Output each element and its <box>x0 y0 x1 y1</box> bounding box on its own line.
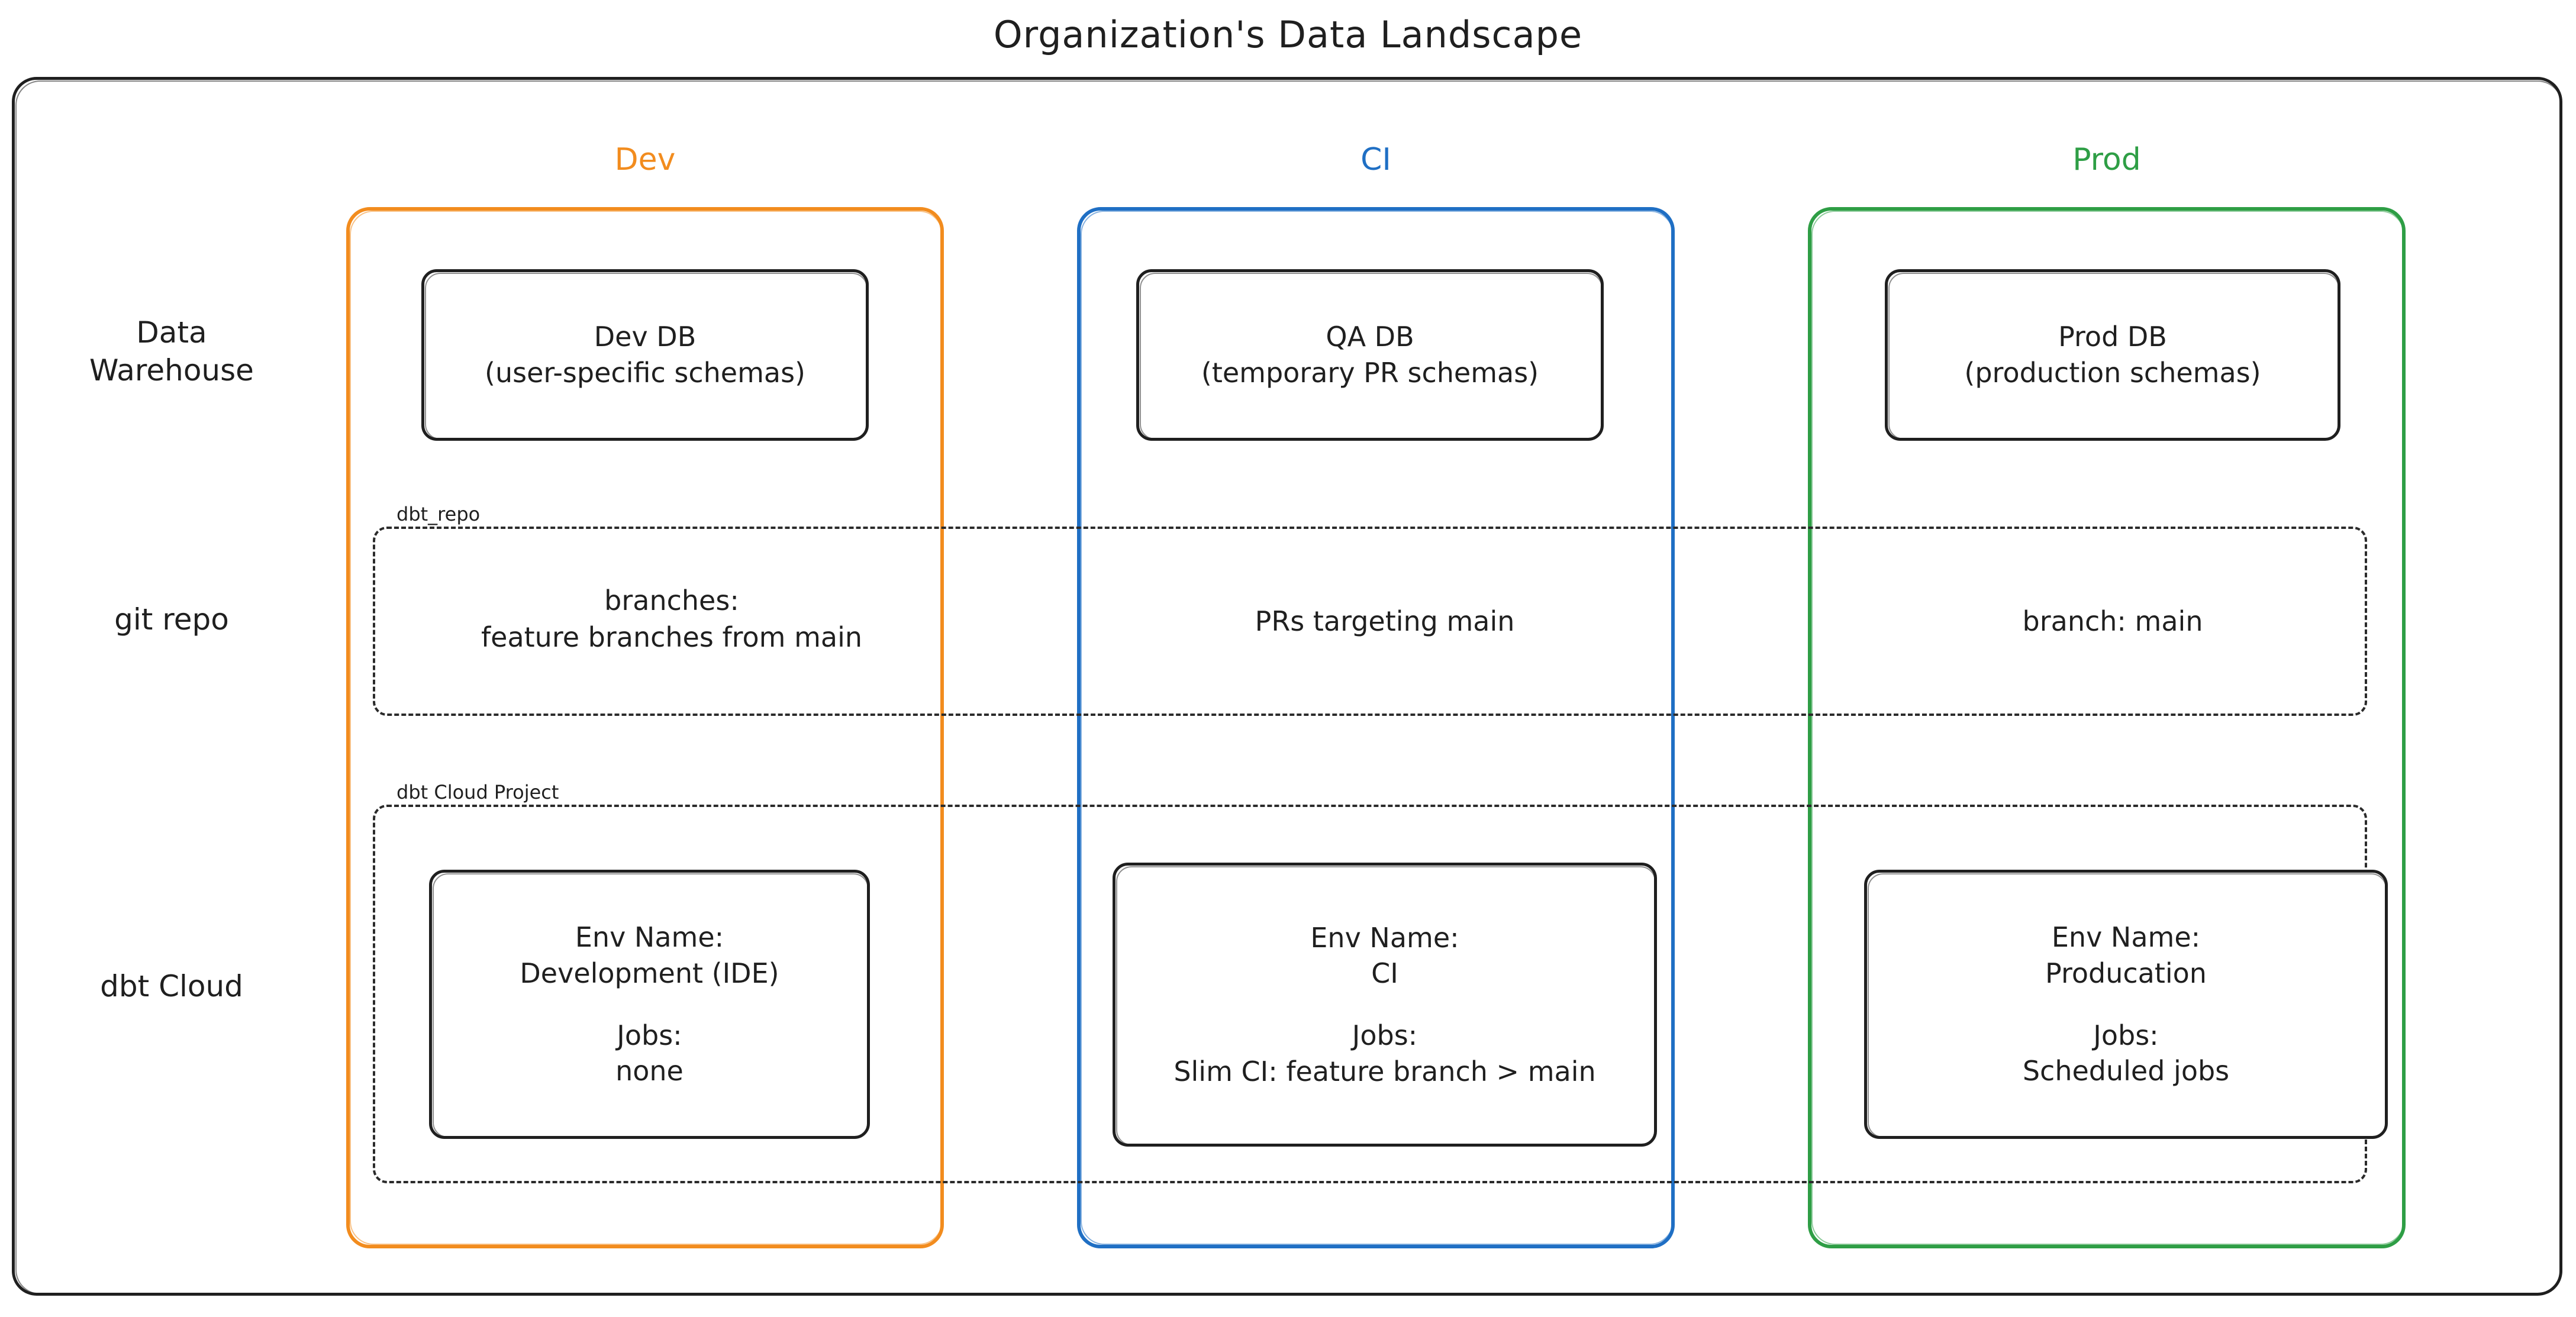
env-column-dev-sketch-stroke <box>350 211 943 1245</box>
column-header-dev: Dev <box>614 142 676 177</box>
node-dbt-cloud-ci-jobs: Jobs: Slim CI: feature branch > main <box>1173 1019 1596 1087</box>
node-dbt-cloud-dev[interactable]: Env Name: Development (IDE) Jobs: none <box>429 870 870 1139</box>
node-prod-db-label: Prod DB (production schemas) <box>1964 321 2261 389</box>
row-label-dbt-cloud: dbt Cloud <box>100 969 243 1003</box>
row-label-data-warehouse: Data Warehouse <box>89 315 254 388</box>
node-dbt-cloud-dev-env: Env Name: Development (IDE) <box>520 921 779 989</box>
node-qa-db-label: QA DB (temporary PR schemas) <box>1201 321 1539 389</box>
row-label-git-repo: git repo <box>114 602 229 637</box>
diagram-title: Organization's Data Landscape <box>993 13 1583 56</box>
git-repo-prod-text: branch: main <box>2022 605 2203 637</box>
swimlane-label-dbt-cloud-project: dbt Cloud Project <box>391 781 565 803</box>
node-qa-db[interactable]: QA DB (temporary PR schemas) <box>1136 269 1604 441</box>
node-prod-db[interactable]: Prod DB (production schemas) <box>1885 269 2340 441</box>
node-dbt-cloud-ci[interactable]: Env Name: CI Jobs: Slim CI: feature bran… <box>1113 863 1657 1147</box>
git-repo-dev-text: branches: feature branches from main <box>481 585 863 653</box>
node-dev-db-label: Dev DB (user-specific schemas) <box>485 321 805 389</box>
swimlane-dbt-repo <box>373 527 2367 716</box>
node-dbt-cloud-prod-jobs: Jobs: Scheduled jobs <box>2022 1019 2230 1087</box>
env-column-ci-sketch-stroke <box>1081 211 1674 1245</box>
node-dbt-cloud-prod[interactable]: Env Name: Producation Jobs: Scheduled jo… <box>1864 870 2388 1139</box>
node-dbt-cloud-prod-env: Env Name: Producation <box>2045 921 2207 989</box>
column-header-ci: CI <box>1360 142 1391 177</box>
node-dbt-cloud-ci-env: Env Name: CI <box>1310 921 1459 990</box>
env-column-prod-sketch-stroke <box>1811 211 2404 1245</box>
column-header-prod: Prod <box>2072 142 2141 177</box>
node-dev-db[interactable]: Dev DB (user-specific schemas) <box>421 269 869 441</box>
git-repo-ci-text: PRs targeting main <box>1255 605 1515 637</box>
node-dbt-cloud-dev-jobs: Jobs: none <box>615 1019 684 1087</box>
outer-frame-sketch-stroke <box>15 80 2562 1295</box>
swimlane-label-dbt-repo: dbt_repo <box>391 503 486 525</box>
